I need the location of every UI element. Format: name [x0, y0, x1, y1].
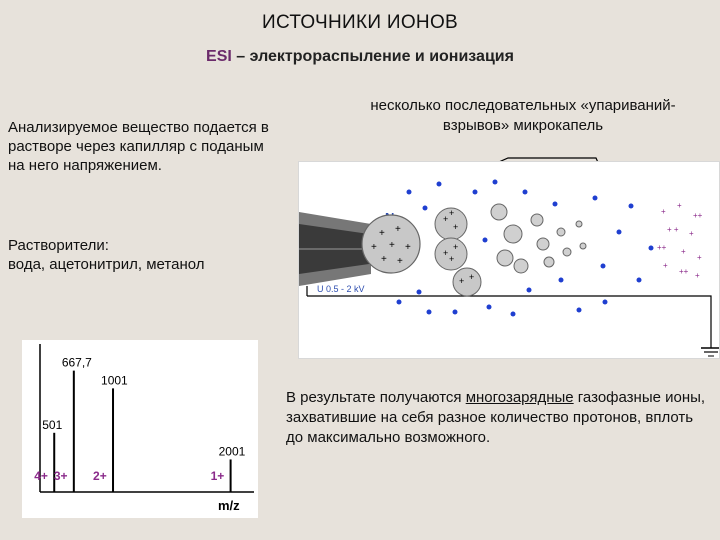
- small-droplets: [490, 203, 587, 274]
- spectrum-plot: 501 4+ 667,7 3+ 1001 2+ 2001 1+ m/z: [34, 344, 254, 513]
- peak-charge-label: 1+: [211, 469, 225, 483]
- peak-mass-label: 2001: [219, 444, 246, 458]
- svg-text:+: +: [443, 248, 448, 258]
- intro-text: Анализируемое вещество подается в раство…: [8, 119, 269, 174]
- primary-droplet: ++ ++ ++ +: [361, 214, 421, 274]
- solvents-label: Растворители:: [8, 237, 109, 254]
- solvents-block: Растворители: вода, ацетонитрил, метанол: [8, 236, 288, 274]
- svg-text:+: +: [695, 271, 700, 280]
- svg-text:+: +: [697, 253, 702, 262]
- capillary: [299, 212, 371, 286]
- svg-text:+: +: [663, 261, 668, 270]
- svg-text:+: +: [681, 247, 686, 256]
- svg-text:+: +: [449, 254, 454, 264]
- peak-mass-label: 1001: [101, 373, 128, 387]
- svg-text:+: +: [689, 229, 694, 238]
- gas-molecules: [396, 179, 654, 317]
- subtitle-acronym: ESI: [206, 48, 232, 65]
- result-rest: газофазные ионы, захватившие на себя раз…: [286, 389, 706, 446]
- svg-text:+: +: [453, 222, 458, 232]
- x-axis-label: m/z: [218, 498, 240, 513]
- slide-title: ИСТОЧНИКИ ИОНОВ: [261, 12, 458, 33]
- peak-charge-label: 3+: [54, 469, 68, 483]
- result-underlined: многозарядные: [465, 389, 574, 406]
- peak-mass-label: 667,7: [62, 356, 92, 370]
- result-text: В результате получаются многозарядные га…: [286, 388, 706, 448]
- svg-text:+: +: [453, 242, 458, 252]
- svg-text:+: +: [397, 256, 403, 267]
- svg-text:+ +: + +: [667, 225, 679, 234]
- esi-diagram-graphic: U 0.5 - 2 kV N₂ ++ ++ ++ + +++ +++ ++: [299, 179, 720, 357]
- svg-text:+: +: [405, 242, 411, 253]
- medium-droplets: +++ +++ ++: [434, 207, 482, 297]
- svg-text:++: ++: [679, 267, 689, 276]
- subtitle-rest: – электрораспыление и ионизация: [231, 48, 514, 65]
- svg-text:+: +: [677, 201, 682, 210]
- result-prefix: В результате получаются: [286, 389, 466, 406]
- voltage-label: U 0.5 - 2 kV: [317, 284, 365, 294]
- gas-phase-ions: ++++ + ++++ +++ +++: [657, 201, 703, 280]
- peak-mass-label: 501: [42, 418, 62, 432]
- svg-text:+: +: [469, 272, 474, 282]
- peak-charge-label: 2+: [93, 469, 107, 483]
- slide-subtitle: ESI – электрораспыление и ионизация: [0, 48, 720, 66]
- svg-text:+: +: [661, 207, 666, 216]
- svg-text:+: +: [449, 208, 454, 218]
- solvents-list: вода, ацетонитрил, метанол: [8, 256, 205, 273]
- svg-text:+: +: [371, 242, 377, 253]
- svg-text:++: ++: [657, 243, 667, 252]
- droplets-caption: несколько последовательных «упариваний-в…: [370, 97, 676, 134]
- svg-text:+: +: [379, 228, 385, 239]
- peak-charge-label: 4+: [34, 469, 48, 483]
- svg-text:+: +: [381, 254, 387, 265]
- voltage-circuit: [306, 286, 720, 357]
- svg-text:+: +: [443, 214, 448, 224]
- svg-text:+: +: [459, 276, 464, 286]
- mass-spectrum: 501 4+ 667,7 3+ 1001 2+ 2001 1+ m/z: [22, 340, 258, 518]
- svg-text:+: +: [395, 224, 401, 235]
- esi-diagram: U 0.5 - 2 kV N₂ ++ ++ ++ + +++ +++ ++: [298, 161, 720, 359]
- svg-text:+: +: [389, 240, 395, 251]
- svg-text:++: ++: [693, 211, 703, 220]
